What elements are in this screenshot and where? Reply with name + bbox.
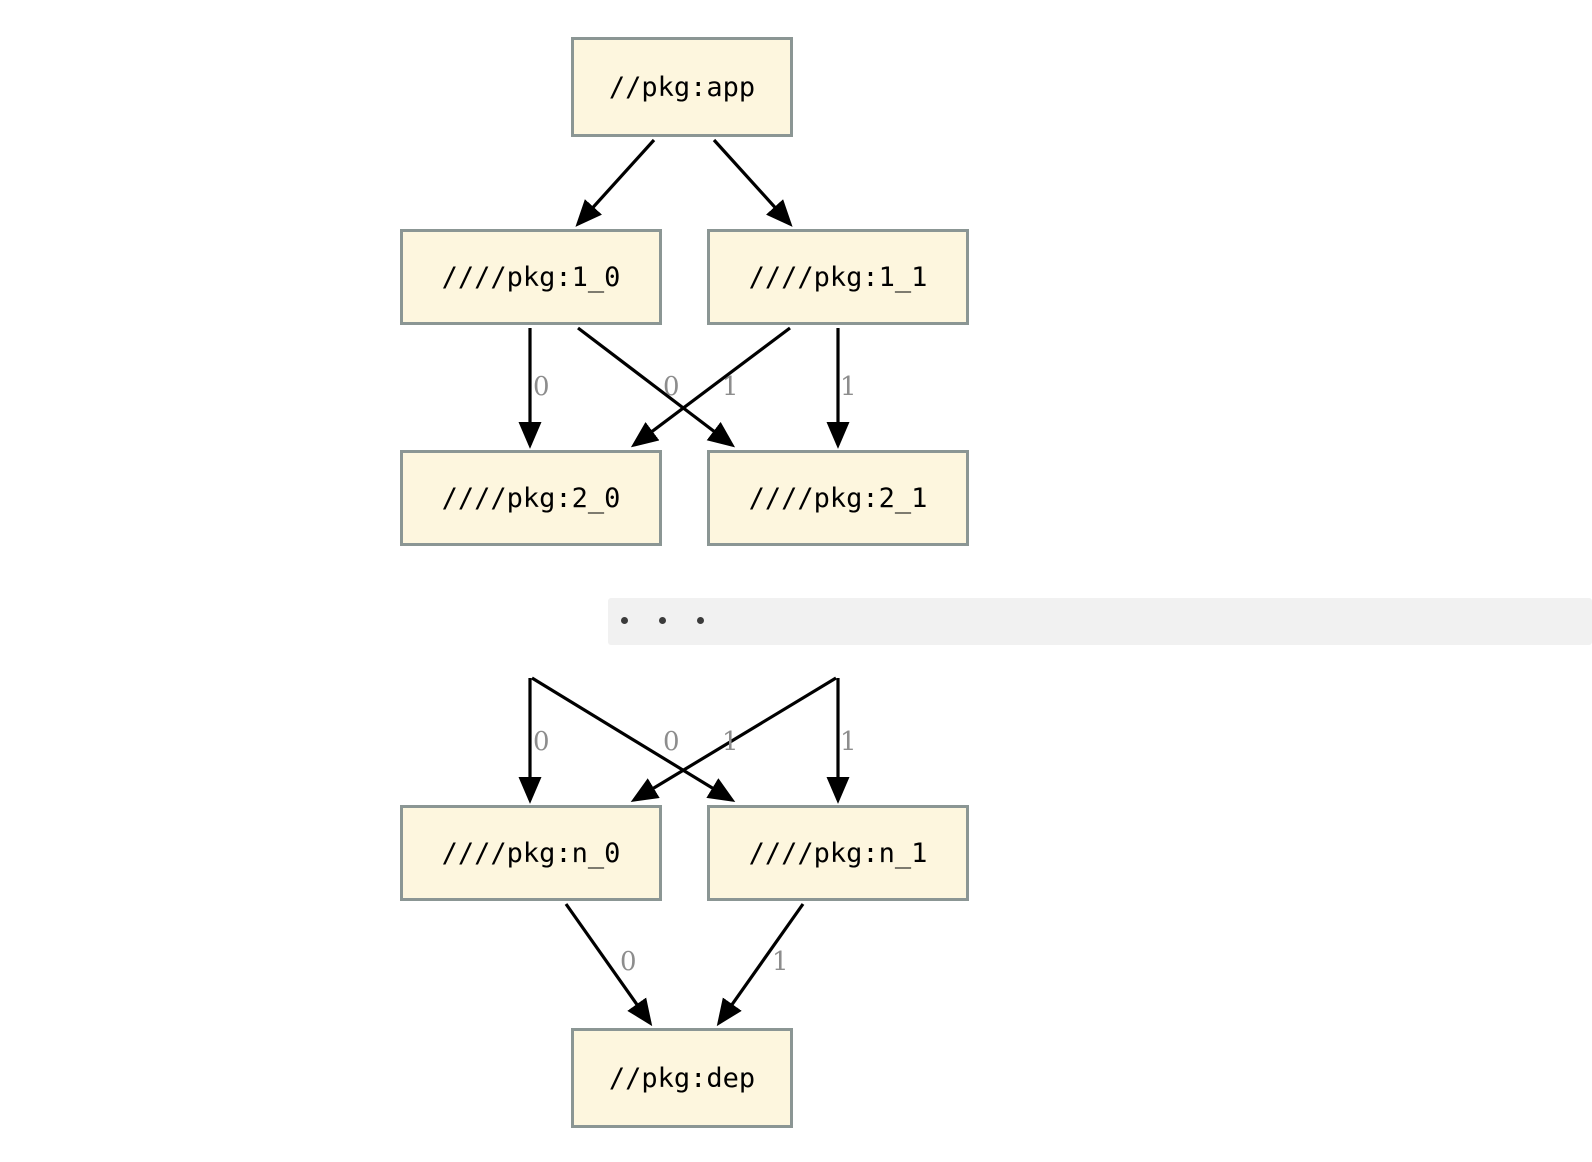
- edge-elided-to-n_1: [531, 676, 736, 802]
- edge-elided2-to-n_0: [630, 676, 837, 802]
- node-n2_1[interactable]: ////pkg:2_1: [707, 450, 969, 546]
- node-label: ////pkg:n_1: [748, 837, 928, 869]
- edge-label-1_0-to-2_0: 0: [533, 372, 550, 402]
- edge-label-elided-to-n_1: 0: [663, 727, 680, 757]
- edge-label-elided-to-n_0: 0: [533, 727, 550, 757]
- edge-1_0-to-2_1: [577, 326, 736, 448]
- node-label: ////pkg:2_0: [441, 482, 621, 514]
- edge-label-elided2-to-n_1: 1: [840, 727, 857, 757]
- node-dep[interactable]: //pkg:dep: [571, 1028, 793, 1128]
- node-nn_1[interactable]: ////pkg:n_1: [707, 805, 969, 901]
- node-n1_0[interactable]: ////pkg:1_0: [400, 229, 662, 325]
- edge-label-n_1-to-dep: 1: [772, 947, 789, 977]
- edge-app-to-1_0: [575, 138, 656, 227]
- elision-band: [608, 598, 1592, 645]
- edge-1_1-to-2_0: [630, 326, 791, 448]
- edge-n_1-to-dep: [716, 903, 805, 1027]
- node-n1_1[interactable]: ////pkg:1_1: [707, 229, 969, 325]
- edge-app-to-1_1: [712, 138, 793, 227]
- edge-label-n_0-to-dep: 0: [620, 947, 637, 977]
- node-label: ////pkg:n_0: [441, 837, 621, 869]
- edge-label-1_1-to-2_0: 1: [722, 372, 739, 402]
- edge-n_0-to-dep: [564, 903, 653, 1027]
- node-label: ////pkg:1_0: [441, 261, 621, 293]
- edge-label-elided2-to-n_0: 1: [722, 727, 739, 757]
- node-label: //pkg:app: [608, 71, 756, 103]
- node-nn_0[interactable]: ////pkg:n_0: [400, 805, 662, 901]
- edge-label-1_1-to-2_1: 1: [840, 372, 857, 402]
- node-n2_0[interactable]: ////pkg:2_0: [400, 450, 662, 546]
- edge-label-1_0-to-2_1: 0: [663, 372, 680, 402]
- node-label: ////pkg:2_1: [748, 482, 928, 514]
- elision-dot: [659, 617, 666, 624]
- elision-dot: [621, 617, 628, 624]
- node-app[interactable]: //pkg:app: [571, 37, 793, 137]
- node-label: ////pkg:1_1: [748, 261, 928, 293]
- node-label: //pkg:dep: [608, 1062, 756, 1094]
- elision-dot: [697, 617, 704, 624]
